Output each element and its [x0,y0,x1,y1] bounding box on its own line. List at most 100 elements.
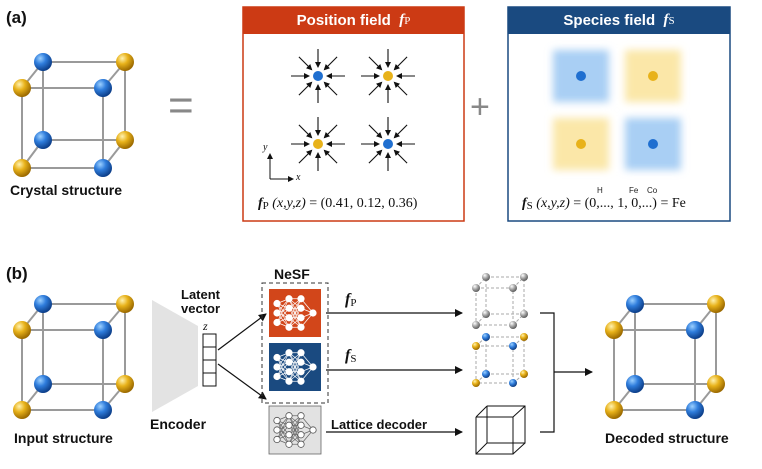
net-edge [288,308,302,328]
net-node [285,349,293,357]
input-atoms [13,295,134,419]
net-node [285,368,293,376]
input-structure-caption: Input structure [14,430,113,446]
field-arrow [298,81,313,96]
sf-atom-blue [648,139,658,149]
net-node [297,431,305,439]
panel-a-label: (a) [6,8,27,27]
pf-atom-blue [383,139,393,149]
net-node [273,435,281,444]
crystal-structure-cube [21,61,126,169]
species-field-symbol-sub: S [668,14,675,27]
net-node [273,363,281,371]
atom-blue [94,79,112,97]
net-node [309,426,317,434]
net-edge [288,352,302,372]
net-edge [276,352,290,377]
field-arrow [393,124,408,139]
field-arrow [323,149,338,164]
decoded-structure-cube [613,303,717,411]
latent-vector [202,333,217,387]
net-node [285,421,293,429]
net-node [273,318,281,327]
species-field-formula: fS (x,y,z) = (0,..., 1, 0,...) = Fe [522,196,686,212]
net-edge [288,415,302,445]
fs-sub: S [350,353,357,365]
net-node [297,323,305,331]
axis-y-label: y [263,142,268,153]
field-arrow [393,81,408,96]
net-node [285,323,293,331]
species-field-title-text: Species field [563,12,656,29]
axis-x-label: x [296,172,301,183]
field-arrow [393,56,408,71]
pf-formula-value: = (0.41, 0.12, 0.36) [309,196,418,211]
net-node [309,363,317,371]
net-node [273,372,281,381]
position-field-formula: fP (x,y,z) = (0.41, 0.12, 0.36) [258,196,417,212]
field-arrow [393,149,408,164]
position-field-header-bg [243,7,464,34]
net-edge [288,352,302,382]
panel-b-label: (b) [6,264,28,283]
position-field-title-text: Position field [296,12,391,29]
atom-blue [34,53,52,71]
species-field-symbol: f [663,12,669,28]
net-node [285,304,293,312]
net-node [285,440,293,448]
element-label-h: H [597,186,603,195]
net-node [285,412,293,420]
net-node [297,358,305,366]
net-node [285,377,293,385]
net-edge [276,298,290,323]
crystal-structure-caption: Crystal structure [10,182,123,198]
fp-symbol: f [345,291,351,308]
net-node [297,440,305,448]
net-node [297,421,305,429]
sf-formula-sub: S [526,200,533,212]
element-label-fe: Fe [629,186,639,195]
encoder-shape [152,300,198,412]
net-node [297,304,305,312]
pf-formula-sub: P [262,200,269,212]
net-node [297,368,305,376]
net-node [309,309,317,317]
decoded-species-atoms [472,333,528,387]
field-arrow [323,124,338,139]
crystal-atoms [13,53,134,177]
atom-blue [34,131,52,149]
net-node [285,295,293,303]
equals-sign: = [168,81,194,130]
position-network-graph [273,295,317,331]
position-field-box [242,6,465,222]
network-output-arrows [326,309,463,436]
net-node [273,426,281,434]
input-structure-cube [21,303,126,411]
decoded-lattice-wireframe [475,405,526,455]
field-arrow [368,81,383,96]
net-node [297,349,305,357]
net-node [285,314,293,322]
net-edge [288,415,302,435]
nesf-dashed-box [261,282,329,404]
field-arrow [368,149,383,164]
element-label-co: Co [647,186,658,195]
fs-arrow-label: fS [345,347,356,365]
pf-formula-symbol: f [258,196,263,211]
lattice-network-graph [273,412,317,448]
pf-atom-blue [313,71,323,81]
net-node [273,353,281,362]
sf-atom-gold [648,71,658,81]
field-arrow [298,149,313,164]
net-node [285,431,293,439]
latent-label-line2: vector [181,301,221,316]
nesf-label: NeSF [274,266,310,282]
net-node [285,358,293,366]
net-edge [288,425,302,445]
latent-to-nets-arrows [217,313,267,400]
position-field-arrows [291,49,415,171]
sf-formula-symbol: f [522,196,527,211]
net-node [297,314,305,322]
net-edge [288,298,302,318]
